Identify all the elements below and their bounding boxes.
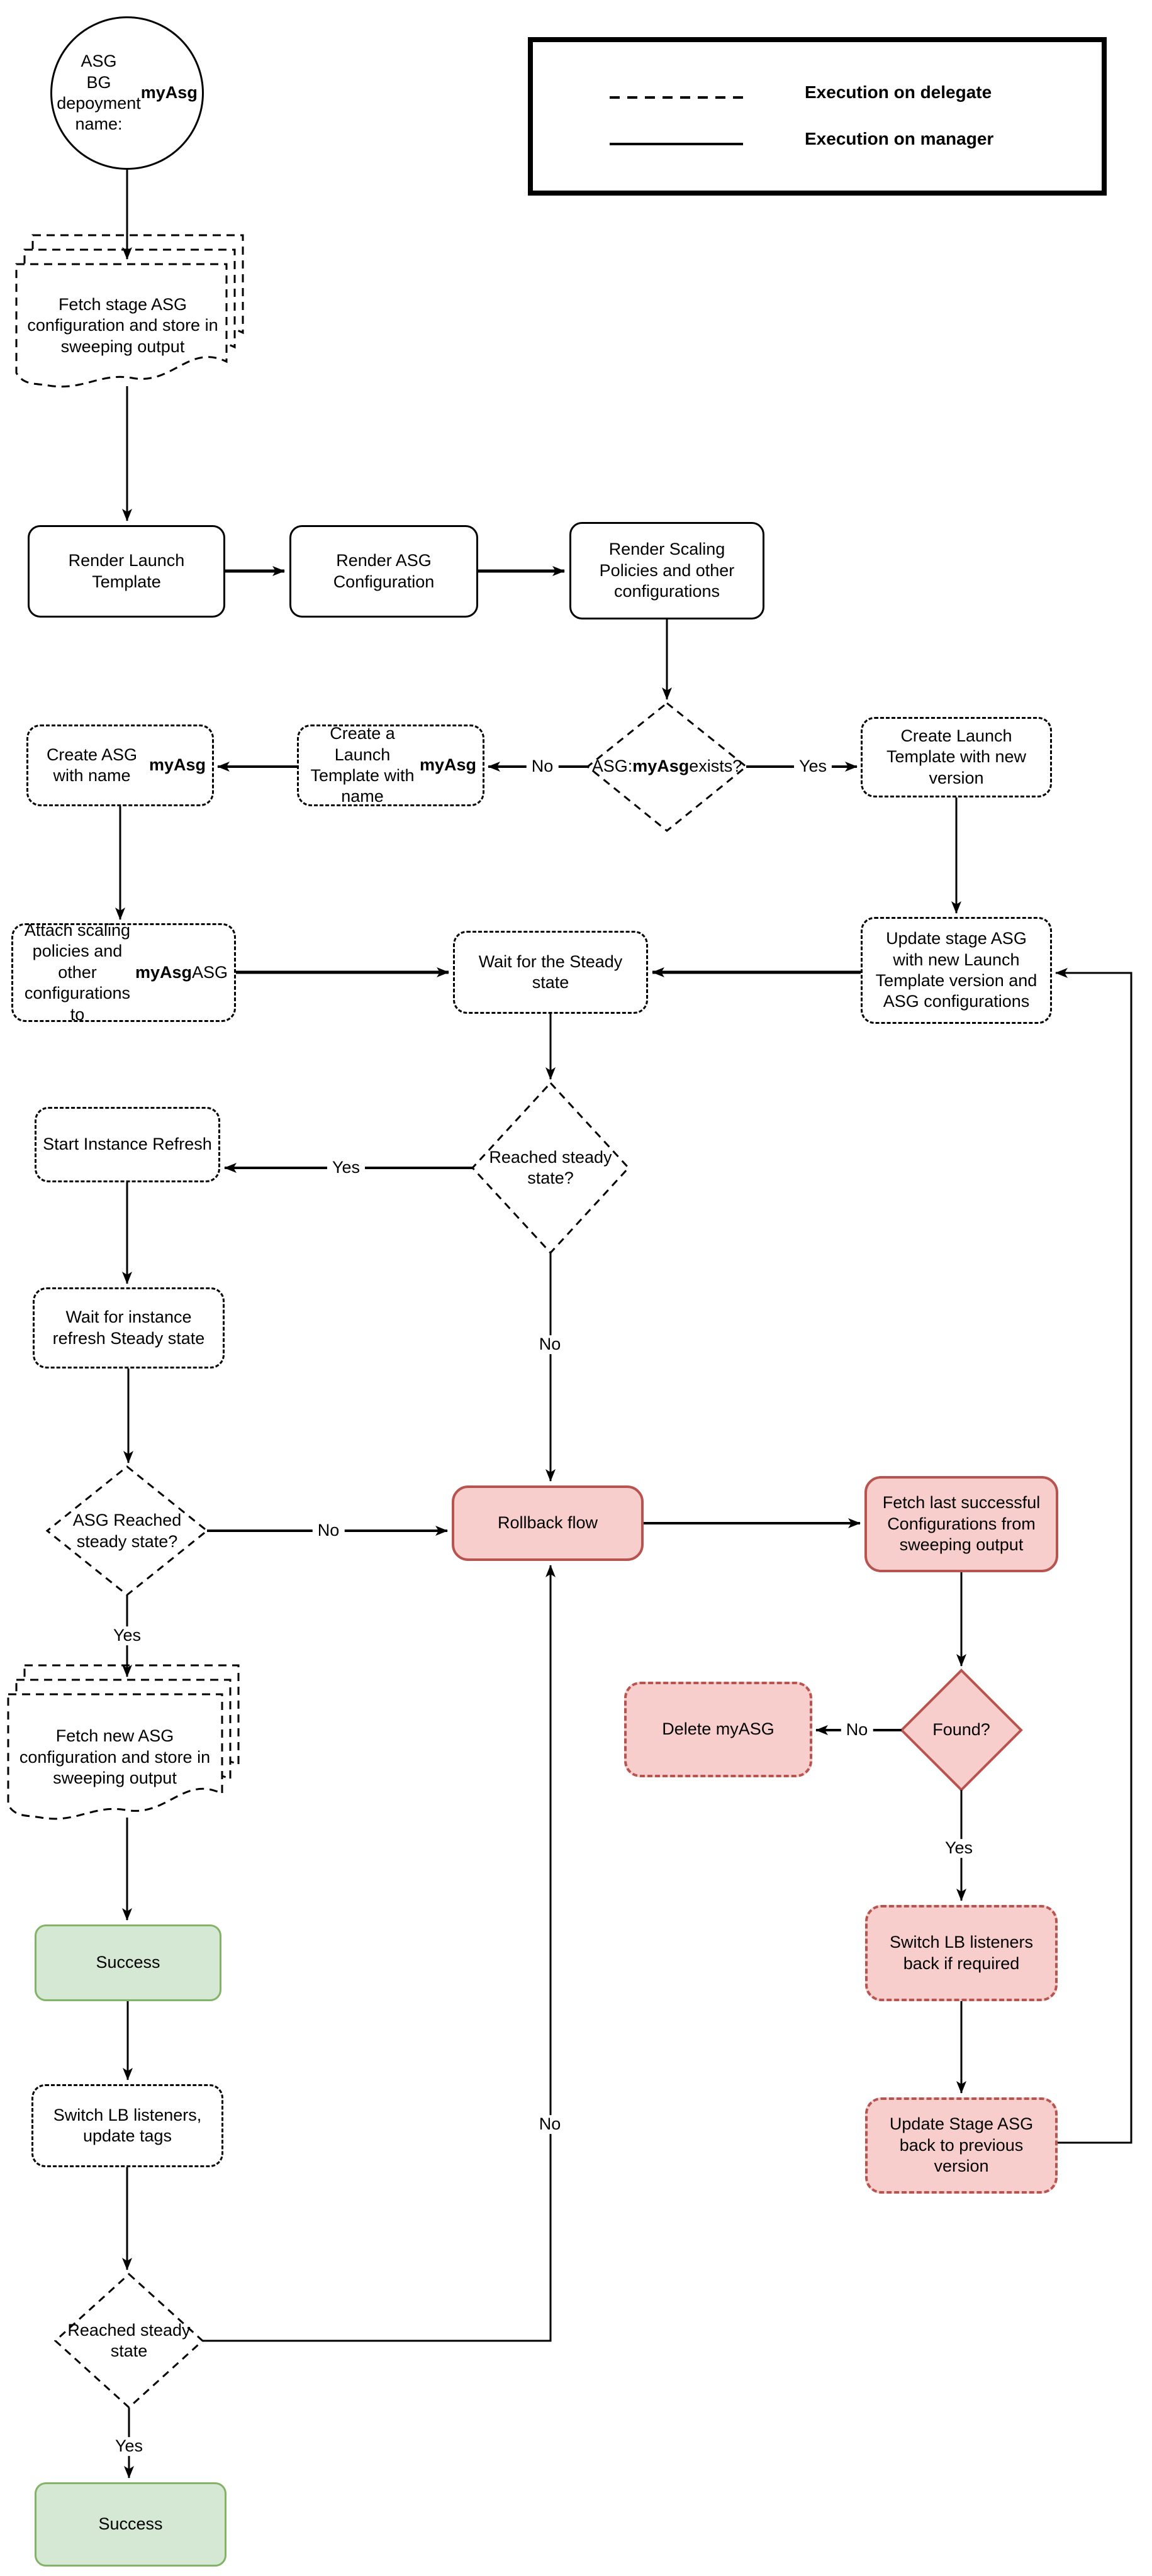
edge-label-no: No (534, 2114, 566, 2134)
edge-label-yes: Yes (109, 2436, 148, 2456)
edge-label-no: No (534, 1335, 566, 1354)
edge-label-yes: Yes (793, 757, 832, 776)
node-switch-lb-listeners-back: Switch LB listeners back if required (865, 1905, 1058, 2001)
edge-label-yes: Yes (939, 1838, 978, 1858)
legend-dashed-line-sample (610, 96, 743, 99)
connector-no-loop (203, 1565, 556, 2342)
node-switch-lb-listeners-update-tags: Switch LB listeners, update tags (31, 2084, 223, 2167)
node-render-scaling-policies: Render Scaling Policies and other config… (569, 522, 764, 619)
node-asg-reached-steady-question: ASG Reached steady state? (72, 1511, 182, 1551)
node-asg-exists-question: ASG: myAsg exists? (591, 757, 742, 776)
legend-delegate-label: Execution on delegate (805, 82, 992, 102)
decision-diamond-asg-exists (586, 702, 748, 832)
node-attach-scaling-policies: Attach scaling policies and other config… (11, 921, 236, 1024)
document-shape-fetch-new (7, 1664, 240, 1820)
node-delete-myasg: Delete myASG (624, 1682, 812, 1777)
node-success-final: Success (35, 2482, 226, 2567)
node-reached-steady-final: Reached steady state (67, 2320, 191, 2360)
node-start-instance-refresh: Start Instance Refresh (35, 1107, 220, 1182)
node-update-stage-asg-back: Update Stage ASG back to previous versio… (865, 2097, 1058, 2194)
edge-label-yes: Yes (327, 1158, 366, 1177)
edge-label-no: No (312, 1521, 345, 1540)
node-start-circle: ASG BG depoyment name: myAsg (50, 16, 204, 170)
node-create-launch-template: Create a Launch Template with name myAsg (297, 724, 484, 806)
node-render-launch-template: Render Launch Template (28, 525, 225, 618)
node-create-launch-template-new-version: Create Launch Template with new version (861, 717, 1052, 797)
node-create-asg: Create ASG with name myAsg (26, 724, 214, 806)
node-fetch-stage-config: Fetch stage ASG configuration and store … (27, 294, 218, 356)
legend-manager-label: Execution on manager (805, 129, 994, 148)
document-shape-fetch-stage (15, 234, 244, 388)
node-update-stage-asg: Update stage ASG with new Launch Templat… (861, 917, 1052, 1024)
edge-label-yes: Yes (108, 1626, 147, 1645)
node-fetch-last-successful-config: Fetch last successful Configurations fro… (864, 1476, 1058, 1572)
edge-label-no: No (841, 1720, 873, 1740)
edge-label-no: No (526, 757, 559, 776)
legend-solid-line-sample (610, 143, 743, 145)
legend-box: Execution on delegate Execution on manag… (528, 37, 1107, 196)
connector-feedback-right (1055, 968, 1132, 2144)
node-rollback-flow: Rollback flow (452, 1485, 644, 1561)
node-found-question: Found? (932, 1720, 990, 1740)
node-wait-instance-refresh: Wait for instance refresh Steady state (33, 1287, 225, 1368)
node-wait-for-steady-state: Wait for the Steady state (453, 931, 648, 1014)
node-render-asg-configuration: Render ASG Configuration (289, 525, 478, 618)
node-fetch-new-asg-config: Fetch new ASG configuration and store in… (19, 1726, 211, 1788)
node-success-mid: Success (35, 1924, 221, 2001)
node-reached-steady-question: Reached steady state? (489, 1147, 612, 1187)
